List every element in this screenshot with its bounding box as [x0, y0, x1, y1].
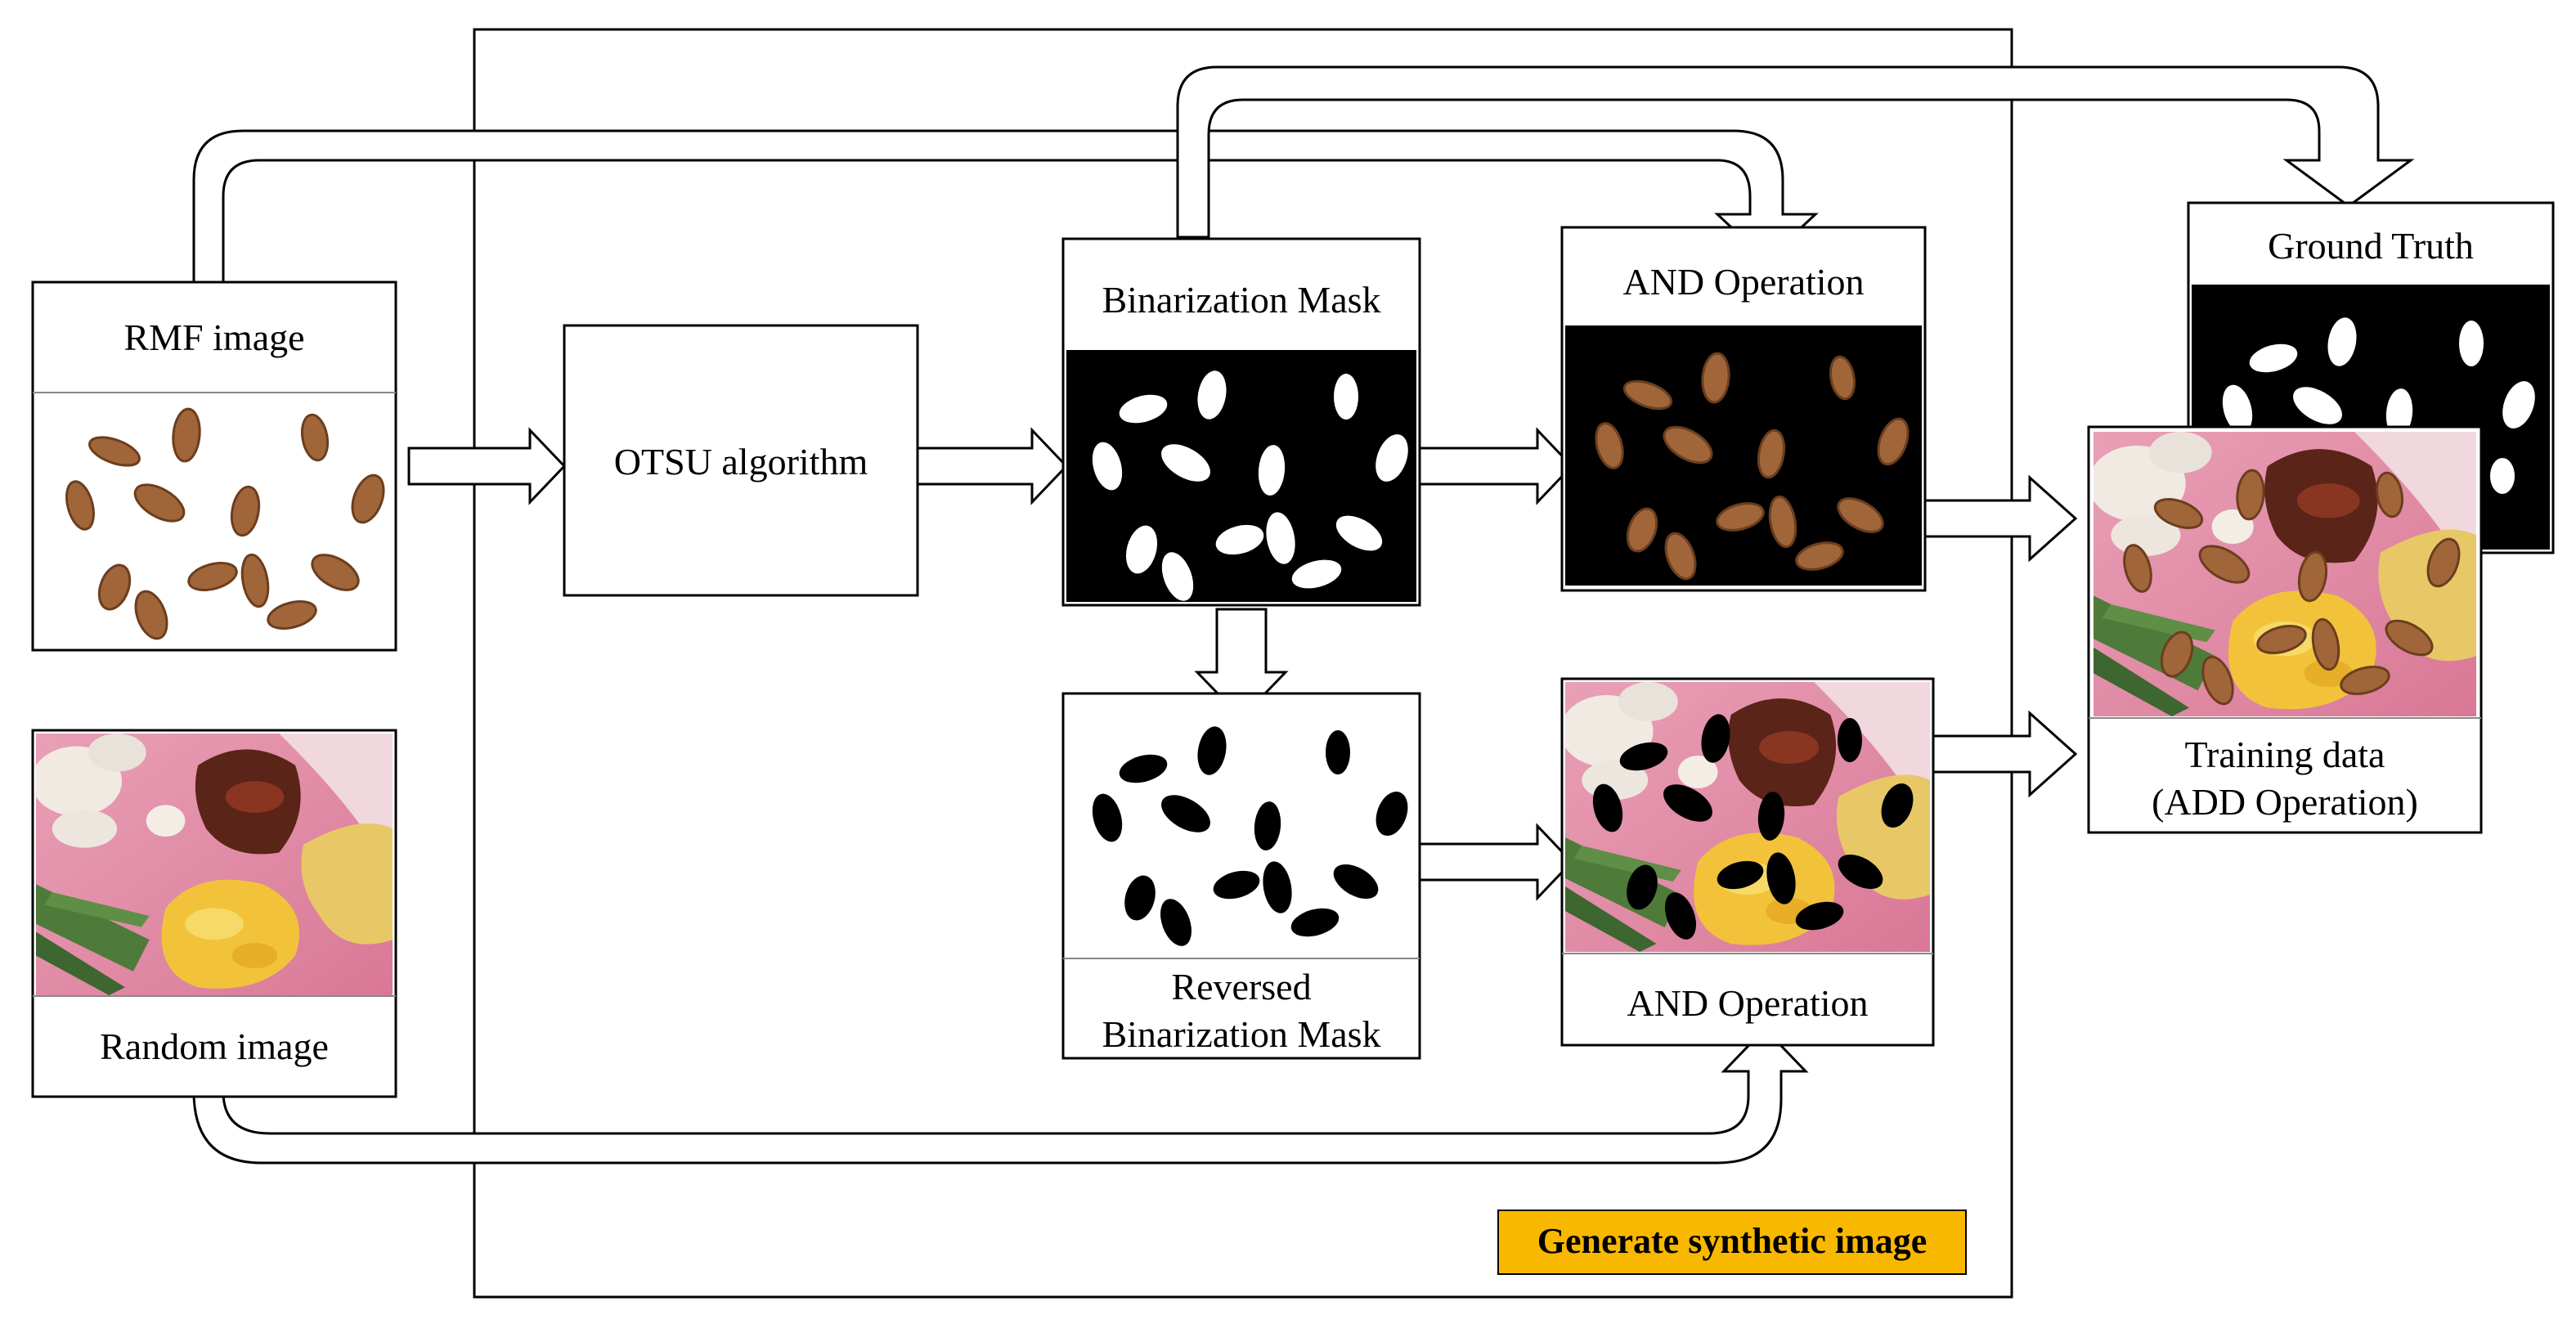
arrow-random-to-and [192, 1026, 1809, 1165]
otsu-label: OTSU algorithm [614, 441, 868, 482]
and-top-almonds [1595, 352, 1910, 581]
synthetic-group-frame [473, 28, 2013, 1299]
arrow-mask-to-and [1417, 427, 1574, 505]
group-label: Generate synthetic image [1537, 1221, 1928, 1261]
arrow-rmf-to-otsu [407, 427, 567, 505]
arrow-and-to-training [1916, 710, 2078, 798]
and-operation-top-node: AND Operation [1560, 226, 1927, 592]
training-data-label-line1: Training data [2185, 734, 2385, 775]
and-operation-bottom-label: AND Operation [1627, 982, 1868, 1024]
training-data-node: Training data (ADD Operation) [2087, 425, 2483, 834]
and-operation-bottom-node: AND Operation [1560, 677, 1935, 1047]
binarization-mask-label: Binarization Mask [1102, 279, 1380, 321]
food-photo [31, 734, 393, 995]
arrow-mask-to-groundtruth [1176, 65, 2415, 239]
otsu-node: OTSU algorithm [563, 324, 919, 597]
arrow-otsu-to-mask [916, 427, 1069, 505]
ground-truth-blobs [2222, 317, 2535, 494]
binarization-mask-node: Binarization Mask [1061, 237, 1421, 607]
reversed-mask-label-line1: Reversed [1171, 966, 1311, 1008]
almond-photo [65, 407, 385, 640]
training-data-label-line2: (ADD Operation) [2152, 781, 2418, 823]
ground-truth-label: Ground Truth [2268, 225, 2474, 267]
and-bottom-holes [1592, 714, 1914, 940]
rmf-image-label: RMF image [123, 316, 304, 358]
rmf-image-node: RMF image [31, 281, 397, 652]
mask-blobs [1092, 370, 1408, 601]
reversed-mask-node: Reversed Binarization Mask [1061, 692, 1421, 1060]
arrow-reversed-to-and [1417, 823, 1574, 901]
random-image-node: Random image [31, 729, 397, 1098]
and-operation-top-label: AND Operation [1622, 261, 1864, 303]
arrow-and-to-groundtruth [1916, 474, 2078, 563]
training-almonds [2123, 469, 2461, 706]
random-image-label: Random image [100, 1026, 329, 1067]
reversed-mask-label-line2: Binarization Mask [1102, 1013, 1380, 1055]
group-label-box [1497, 1210, 1967, 1275]
arrow-rmf-to-and [192, 129, 1819, 284]
reversed-mask-blobs [1092, 726, 1408, 946]
